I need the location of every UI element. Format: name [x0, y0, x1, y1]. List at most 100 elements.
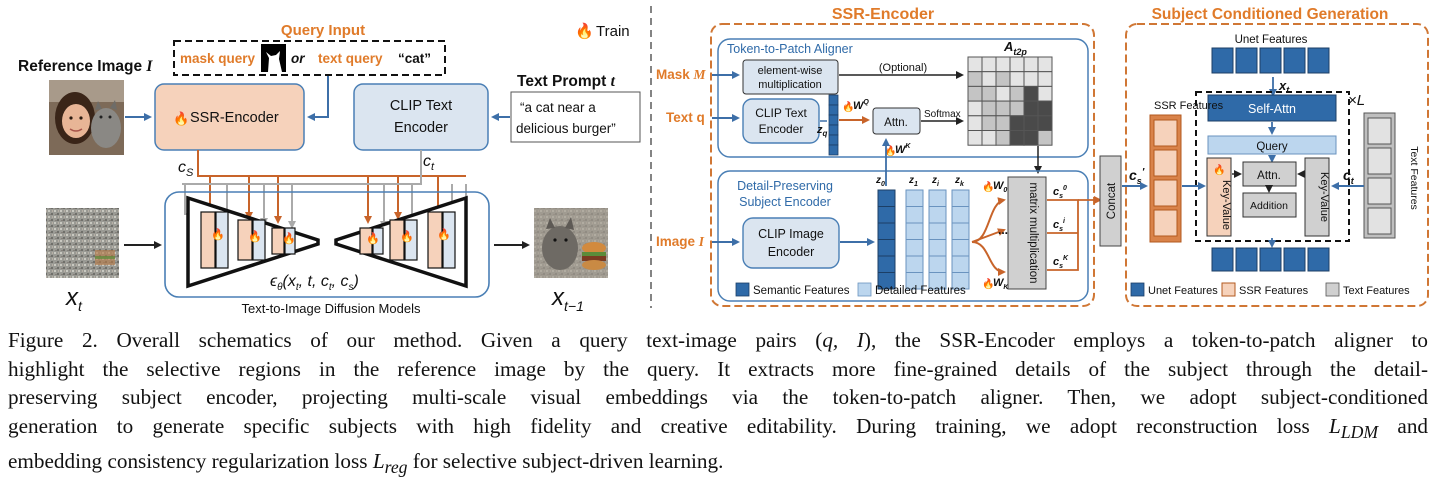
zq-token-stack [828, 94, 839, 156]
feature-token [951, 189, 970, 207]
elementwise-line-2: multiplication [758, 79, 822, 91]
cat-query-label: “cat” [398, 51, 431, 66]
ellipsis-label: ... [998, 223, 1008, 237]
self-attn-label: Self-Attn [1248, 102, 1296, 116]
matrix-multiplication-box [1007, 176, 1047, 290]
z1-label: z1 [908, 175, 918, 188]
key-value-right-label: Key-Value [1318, 172, 1330, 222]
clip-image-line-2: Encoder [768, 245, 815, 259]
text-legend-swatch [1325, 282, 1340, 297]
feature-token [928, 239, 947, 257]
clip-image-line-1: CLIP Image [758, 227, 824, 241]
ssr-feature-token [1153, 119, 1178, 147]
feature-token [928, 189, 947, 207]
ssr-legend-swatch [1221, 282, 1236, 297]
caption-line-4: generation to generate specific subjects… [8, 413, 1429, 443]
ssr-features-label: SSR Features [1154, 100, 1224, 112]
text-features-side-label: Text Features [1408, 146, 1420, 210]
ssr-encoder-panel-title: SSR-Encoder [832, 6, 934, 23]
unet-feature-token [1235, 247, 1258, 272]
attention-map-cell [1037, 130, 1053, 146]
attention-map-grid [967, 56, 1053, 146]
attention-map-cell [1023, 85, 1039, 102]
feature-token [877, 272, 896, 290]
wk-label: WK [895, 143, 911, 156]
feature-token [928, 222, 947, 240]
query-to-ssr-arrow [307, 76, 329, 121]
method-overview-figure: Query Input mask query or text query “ca… [18, 6, 1429, 316]
unet-feature-token [1235, 47, 1258, 74]
feature-token [951, 222, 970, 240]
feature-token [905, 222, 924, 240]
attention-map-cell [1037, 56, 1053, 73]
flame-icon: 🔥🔥🔥 🔥🔥🔥 [211, 228, 451, 245]
addition-box [1242, 192, 1297, 218]
attention-map-cell [1023, 71, 1039, 87]
feature-token [877, 239, 896, 257]
csi-label: csi [1053, 218, 1066, 233]
concat-label: Concat [1106, 182, 1118, 219]
value-projection-arrows [971, 197, 1006, 276]
zk-label: zk [954, 175, 965, 188]
feature-token [877, 222, 896, 240]
ssr-encoder-panel [710, 23, 1095, 307]
unet-feature-token [1283, 247, 1306, 272]
unet-feature-token [1259, 247, 1282, 272]
attention-map-cell [995, 56, 1011, 73]
attention-map-cell [1009, 115, 1025, 132]
attention-map-cell [981, 100, 997, 117]
cs-label: cS [178, 159, 194, 179]
query-box [1207, 135, 1337, 155]
attention-map-cell [995, 115, 1011, 132]
attention-map-cell [967, 71, 983, 87]
attention-map-cell [981, 71, 997, 87]
elementwise-multiplication-box [742, 59, 839, 95]
clip-text-encoder-small-box [742, 98, 820, 144]
key-value-ssr-box [1206, 157, 1232, 237]
unet-feature-token [1283, 47, 1306, 74]
attention-map-cell [967, 85, 983, 102]
zi-label: zi [931, 175, 940, 188]
attention-map-cell [981, 85, 997, 102]
text-prompt-box [510, 91, 641, 143]
zq-label: zq [816, 124, 828, 138]
times-l-label: ×L [1348, 92, 1365, 109]
attention-map-cell [1037, 71, 1053, 87]
clip-text-encoder-box [353, 83, 489, 151]
mask-input-label: Mask M [656, 67, 707, 82]
clip-text-encoder-line-2: Encoder [394, 120, 448, 136]
caption-line-5: embedding consistency regularization los… [8, 448, 724, 477]
text-q-label: Text q [666, 110, 705, 125]
flame-icon: 🔥 [982, 277, 994, 290]
attention-map-cell [1009, 85, 1025, 102]
unet-feature-token [1307, 47, 1330, 74]
unet-features-top-label: Unet Features [1235, 34, 1308, 46]
feature-token [951, 255, 970, 273]
attention-map-cell [967, 130, 983, 146]
ct-small-label: ct [1343, 167, 1355, 186]
unet-features-top-row [1211, 47, 1330, 74]
a-t2p-label: At2p [1003, 39, 1027, 57]
detailed-legend-swatch [857, 282, 872, 297]
text-features-stack [1363, 112, 1396, 239]
concat-box [1099, 155, 1122, 247]
query-input-box [173, 40, 446, 76]
self-attn-box [1207, 94, 1337, 122]
query-label: Query [1256, 141, 1288, 153]
cs0-label: cs0 [1053, 185, 1067, 200]
feature-token [928, 206, 947, 224]
attention-map-cell [1009, 71, 1025, 87]
unet-legend-label: Unet Features [1148, 285, 1218, 297]
attention-map-cell [1009, 130, 1025, 146]
feature-token [928, 255, 947, 273]
xt-minus-1-label: xt−1 [551, 284, 584, 314]
matrix-multiplication-label: matrix multiplication [1027, 183, 1039, 284]
feature-token [928, 272, 947, 290]
unet-feature-token [1307, 247, 1330, 272]
attention-map-cell [1023, 130, 1039, 146]
aligner-attn-box [872, 107, 921, 135]
attention-map-cell [1037, 115, 1053, 132]
svg-text:🔥: 🔥 [400, 230, 414, 243]
aligner-title: Token-to-Patch Aligner [727, 42, 853, 56]
unet-blocks [200, 211, 456, 269]
